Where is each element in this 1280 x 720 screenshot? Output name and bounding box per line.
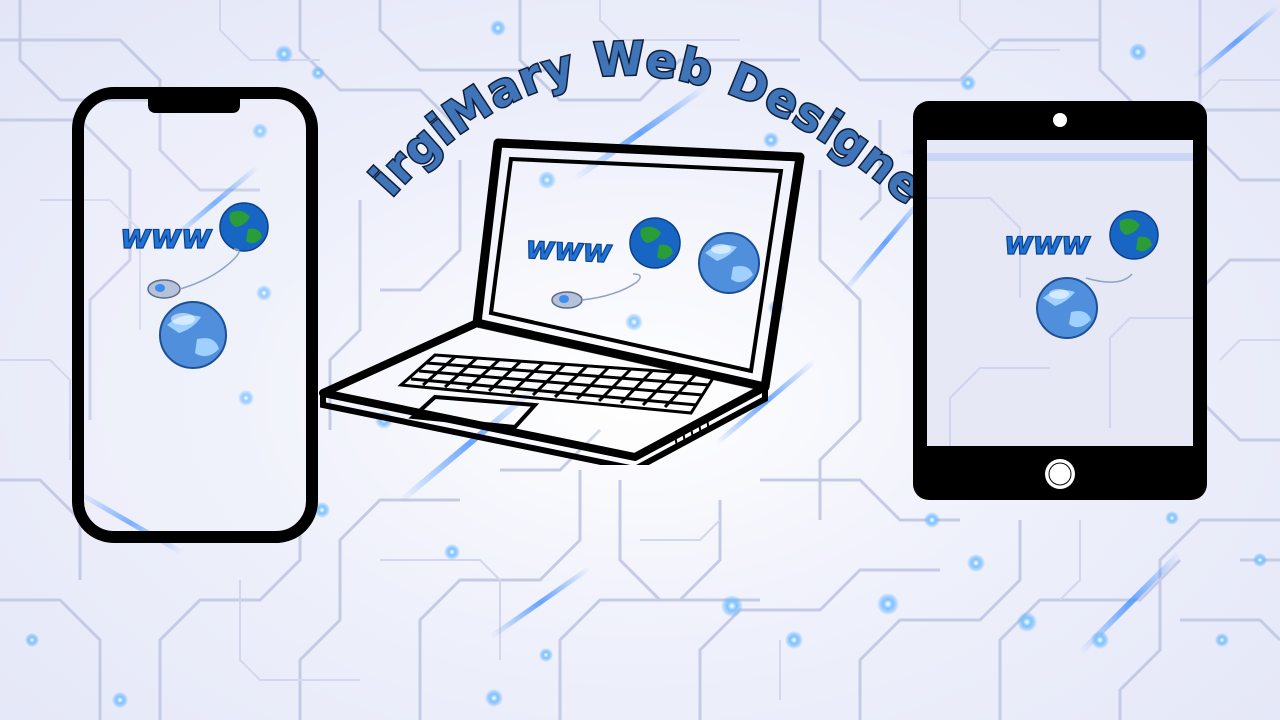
- www-logo: www: [1003, 210, 1159, 263]
- globe-icon: [698, 232, 760, 294]
- phone-www-text: www: [120, 217, 213, 257]
- phone-device: www: [72, 87, 318, 543]
- laptop-www-text: www: [525, 228, 614, 271]
- www-logo: www: [119, 202, 269, 258]
- www-logo: www: [524, 217, 681, 271]
- globe-icon: [1036, 277, 1098, 339]
- mouse-icon: [147, 248, 240, 299]
- laptop-device: www: [319, 138, 805, 465]
- globe-icon: [629, 217, 681, 269]
- tablet-device: www: [913, 101, 1207, 500]
- globe-icon: [1109, 210, 1159, 260]
- tablet-www-text: www: [1004, 224, 1091, 262]
- mouse-icon: [551, 273, 641, 309]
- globe-icon: [159, 301, 227, 369]
- globe-icon: [219, 202, 269, 252]
- title-arc: VirgiMary Web Designer: [340, 10, 920, 216]
